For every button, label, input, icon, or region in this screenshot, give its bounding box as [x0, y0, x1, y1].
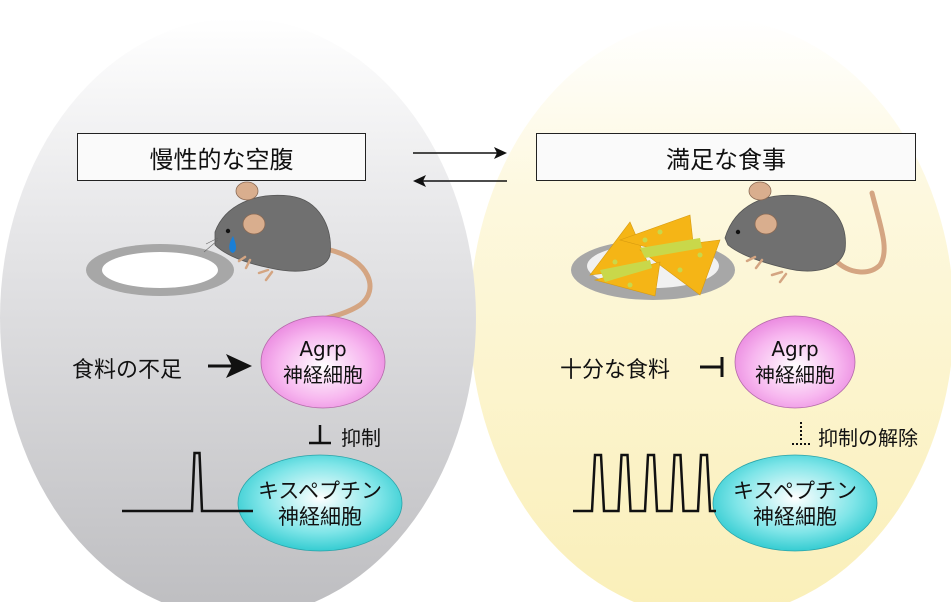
left-state-background	[0, 18, 476, 602]
transition-forward-arrow	[413, 147, 507, 159]
left-activation-arrow	[208, 354, 252, 378]
right-agrp-name: Agrp	[771, 337, 819, 361]
right-kisspeptin-type: 神経細胞	[753, 505, 837, 529]
left-agrp-name: Agrp	[299, 337, 347, 361]
left-agrp-type: 神経細胞	[283, 363, 363, 387]
left-agrp-neuron: Agrp 神経細胞	[263, 336, 383, 388]
left-state-title-box: 慢性的な空腹	[77, 133, 366, 181]
right-state-background	[470, 18, 951, 602]
right-disinhibition-symbol	[792, 422, 810, 445]
left-pulse-trace	[122, 451, 253, 513]
right-kisspeptin-neuron: キスペプチン 神経細胞	[715, 478, 875, 530]
right-state-title: 満足な食事	[666, 145, 786, 174]
right-pulse-trace	[573, 453, 716, 513]
hungry-mouse-icon	[203, 181, 373, 325]
left-cause-label: 食料の不足	[72, 358, 183, 383]
right-state-title-box: 満足な食事	[536, 133, 916, 181]
transition-backward-arrow	[413, 175, 507, 187]
fed-mouse-icon	[724, 181, 887, 284]
right-agrp-neuron: Agrp 神経細胞	[735, 336, 855, 388]
left-link-label: 抑制	[341, 426, 381, 450]
empty-bowl-icon	[86, 244, 234, 296]
right-cause-label: 十分な食料	[560, 358, 671, 383]
right-kisspeptin-name: キスペプチン	[733, 479, 857, 503]
cheese-plate-icon	[571, 214, 735, 300]
right-agrp-type: 神経細胞	[755, 363, 835, 387]
left-kisspeptin-name: キスペプチン	[258, 479, 382, 503]
right-kisspeptin-neuron-body	[712, 454, 878, 552]
right-link-label: 抑制の解除	[818, 426, 918, 450]
left-kisspeptin-neuron: キスペプチン 神経細胞	[240, 478, 400, 530]
right-inhibition-symbol	[700, 357, 724, 377]
left-agrp-neuron-body	[260, 315, 386, 409]
left-kisspeptin-neuron-body	[237, 454, 403, 552]
left-inhibition-symbol	[309, 425, 331, 445]
left-state-title: 慢性的な空腹	[149, 145, 294, 174]
right-agrp-neuron-body	[734, 315, 856, 409]
left-kisspeptin-type: 神経細胞	[278, 505, 362, 529]
